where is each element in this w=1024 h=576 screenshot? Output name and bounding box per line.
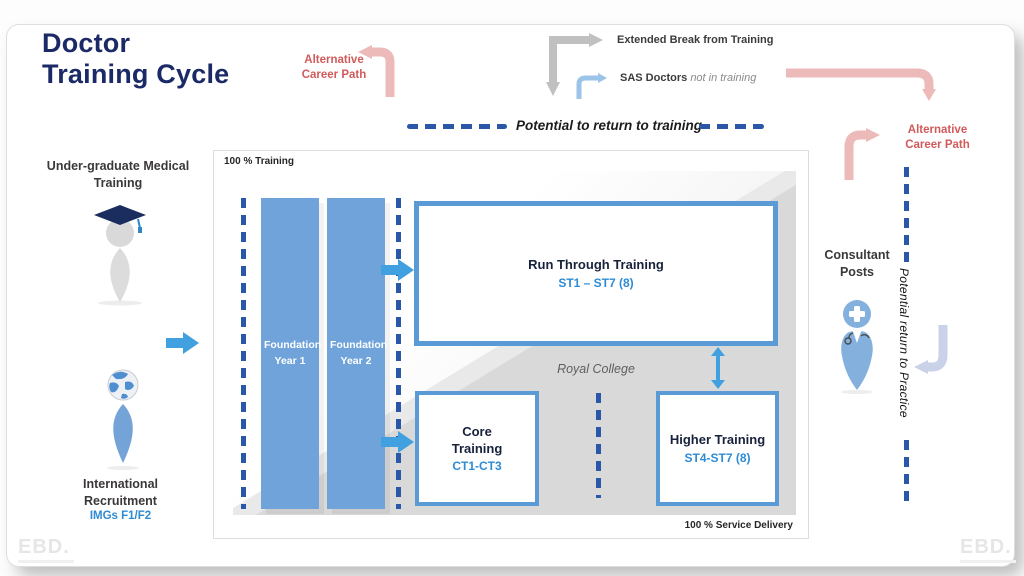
imgs-label: IMGs F1/F2	[89, 510, 152, 522]
sas-doctors-text: SAS Doctors	[620, 72, 688, 84]
higher-training-title: Higher Training	[669, 432, 766, 448]
arrow-right-blue-icon	[166, 332, 199, 354]
run-through-title: Run Through Training	[528, 257, 664, 273]
foundation-year-2-label: Foundation Year 2	[330, 339, 388, 367]
foundation-year-1-bar: Foundation Year 1	[261, 198, 322, 509]
dashed-line-core-higher	[596, 393, 601, 498]
dashed-line-post-foundation	[396, 198, 401, 509]
sas-doctors-label: SAS Doctors not in training	[620, 72, 756, 84]
graduation-cap-icon	[94, 205, 146, 225]
international-label: International Recruitment	[82, 477, 158, 508]
extended-break-label: Extended Break from Training	[617, 34, 774, 46]
globe-icon	[107, 369, 139, 401]
run-through-sub: ST1 – ST7 (8)	[558, 275, 634, 290]
stethoscope-icon	[844, 332, 870, 345]
dashed-line-practice-lower	[904, 440, 909, 508]
higher-training-sub: ST4-ST7 (8)	[684, 450, 751, 465]
run-through-training-box: Run Through Training ST1 – ST7 (8)	[414, 201, 778, 346]
dash-line-left	[407, 124, 507, 129]
higher-training-box: Higher Training ST4-ST7 (8)	[656, 391, 779, 506]
plus-icon	[849, 306, 865, 322]
page-title-line1: Doctor	[42, 28, 131, 58]
curved-arrow-left-icon	[358, 45, 395, 97]
alt-career-path-left-label: Alternative Career Path	[301, 54, 367, 81]
curved-arrow-return-icon	[914, 325, 948, 374]
foundation-year-1-label: Foundation Year 1	[264, 339, 322, 367]
brand-watermark-left: EBD.	[18, 536, 74, 563]
arrow-into-run-through-icon	[381, 259, 414, 281]
core-training-title: Core Training	[451, 423, 503, 456]
alt-career-path-right-label: Alternative Career Path	[905, 124, 970, 151]
double-arrow-vertical-icon	[711, 347, 725, 389]
service-percent-label: 100 % Service Delivery	[684, 520, 793, 531]
core-training-sub: CT1-CT3	[452, 459, 502, 474]
brand-watermark-right: EBD.	[960, 536, 1016, 563]
international-label-block: International Recruitment IMGs F1/F2	[48, 476, 193, 524]
core-training-box: Core Training CT1-CT3	[415, 391, 539, 506]
brand-text: EBD.	[18, 536, 70, 558]
potential-return-practice-label: Potential return to Practice	[897, 268, 911, 418]
curved-arrow-up-right-icon	[844, 128, 880, 180]
consultant-figure-icon	[841, 300, 873, 394]
arrow-into-core-icon	[381, 431, 414, 453]
consultant-posts-label: Consultant Posts	[824, 248, 890, 279]
brand-tagline-bar	[18, 560, 74, 563]
page-title-line2: Training Cycle	[42, 59, 230, 90]
page-title: Doctor Training Cycle	[42, 28, 229, 91]
graduate-figure-icon	[94, 205, 146, 306]
brand-text: EBD.	[960, 536, 1012, 558]
international-figure-icon	[107, 369, 139, 470]
training-percent-label: 100 % Training	[224, 156, 295, 167]
foundation-year-2-bar: Foundation Year 2	[327, 198, 388, 509]
sas-doctors-note: not in training	[690, 72, 757, 84]
potential-return-training-label: Potential to return to training	[516, 118, 702, 133]
training-service-panel: Foundation Year 1 Foundation Year 2 Run …	[233, 171, 796, 515]
brand-tagline-bar	[960, 560, 1016, 563]
training-service-container: 100 % Training 100 % Service Delivery Fo…	[213, 150, 809, 539]
elbow-arrow-gray-icon	[546, 33, 603, 96]
dashed-line-entry	[241, 198, 246, 509]
curved-arrow-sas-icon	[576, 73, 607, 99]
undergraduate-label: Under-graduate Medical Training	[46, 159, 190, 190]
dash-line-right	[699, 124, 764, 129]
royal-college-label: Royal College	[557, 362, 635, 376]
dashed-line-practice-upper	[904, 167, 909, 265]
long-pink-arrow-icon	[786, 68, 936, 101]
